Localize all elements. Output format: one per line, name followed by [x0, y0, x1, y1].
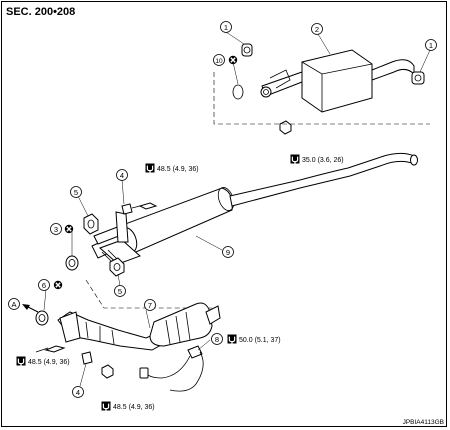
callout-10: 10 [213, 54, 238, 66]
gasket-ring-3 [65, 255, 79, 271]
catalytic-converter [149, 302, 221, 347]
svg-text:10: 10 [215, 58, 223, 65]
stud-top [138, 202, 158, 210]
callout-7: 7 [144, 299, 156, 311]
arrow-a-label: A [8, 298, 20, 310]
svg-text:A: A [11, 300, 16, 309]
replace-part-icon [53, 280, 63, 290]
leader-lines [43, 31, 431, 387]
stud-left [35, 345, 66, 353]
callout-8: 8 [211, 333, 223, 345]
svg-text:2: 2 [315, 25, 319, 34]
torque-sensor: 50.0 (5.1, 37) [226, 333, 281, 345]
svg-text:1: 1 [429, 41, 433, 50]
svg-text:1: 1 [224, 23, 228, 32]
callout-2: 2 [311, 23, 323, 35]
callout-1b: 1 [425, 39, 437, 51]
torque-wrench-icon [226, 333, 238, 345]
svg-text:8: 8 [215, 335, 219, 344]
section-label: SEC. 200•208 [6, 6, 76, 18]
svg-text:6: 6 [42, 281, 46, 290]
svg-text:7: 7 [148, 301, 152, 310]
torque-rear: 35.0 (3.6, 26) [289, 153, 344, 165]
svg-text:9: 9 [226, 248, 230, 257]
svg-text:5: 5 [118, 287, 122, 296]
torque-wrench-icon [144, 162, 156, 174]
svg-text:3: 3 [54, 225, 58, 234]
gasket-ring-6 [35, 310, 49, 326]
replace-part-icon [228, 55, 238, 65]
svg-text:48.5 (4.9, 36): 48.5 (4.9, 36) [28, 359, 70, 366]
main-muffler [260, 49, 415, 113]
rear-nut [279, 120, 292, 135]
svg-text:4: 4 [120, 171, 124, 180]
replace-part-icon [64, 224, 74, 234]
torque-wrench-icon [100, 400, 112, 412]
bolt-bottom [81, 351, 93, 365]
torque-center-top: 48.5 (4.9, 36) [144, 162, 199, 174]
torque-bottom: 48.5 (4.9, 36) [100, 400, 155, 412]
svg-text:35.0 (3.6, 26): 35.0 (3.6, 26) [302, 157, 344, 164]
callout-4b: 4 [72, 386, 84, 398]
torque-wrench-icon [289, 153, 301, 165]
arrow-a [22, 304, 39, 313]
front-section-guide [85, 279, 218, 309]
center-front-pipe [91, 211, 141, 265]
callout-1a: 1 [220, 21, 232, 33]
torque-wrench-icon [15, 355, 27, 367]
bottom-nut [101, 364, 114, 379]
callout-5b: 5 [114, 285, 126, 297]
rear-section-guide [213, 72, 430, 125]
callout-9: 9 [222, 246, 234, 258]
gasket-bottom [109, 257, 125, 277]
callout-6: 6 [38, 279, 63, 291]
svg-text:4: 4 [76, 388, 80, 397]
svg-text:48.5 (4.9, 36): 48.5 (4.9, 36) [157, 166, 199, 173]
reference-code: JPBIA4113GB [402, 419, 444, 426]
callout-3: 3 [50, 223, 74, 235]
svg-text:48.5 (4.9, 36): 48.5 (4.9, 36) [113, 404, 155, 411]
svg-text:5: 5 [74, 188, 78, 197]
svg-text:50.0 (5.1, 37): 50.0 (5.1, 37) [239, 337, 281, 344]
rubber-mount-top [241, 43, 253, 57]
rubber-mount-right [411, 71, 425, 85]
callout-4a: 4 [116, 169, 128, 181]
torque-left: 48.5 (4.9, 36) [15, 355, 70, 367]
gasket-top [83, 213, 99, 235]
callout-5a: 5 [70, 186, 82, 198]
oxygen-sensor [139, 345, 204, 392]
seal-ring [232, 84, 244, 100]
